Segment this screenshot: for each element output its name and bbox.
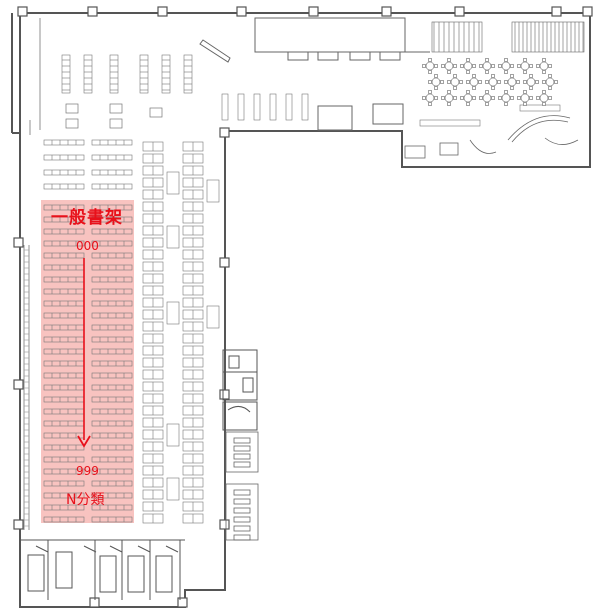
lounge-tables <box>422 58 558 106</box>
order-arrow <box>77 258 91 448</box>
right-wing-shelves <box>221 93 561 127</box>
left-wall-shelving <box>23 245 30 530</box>
zone-title: 一般書架 <box>51 208 123 228</box>
bookshelf-rows <box>43 204 133 523</box>
small-tables <box>65 103 163 129</box>
top-shelves <box>61 54 193 94</box>
building-walls <box>11 12 591 608</box>
reference-shelves <box>43 139 133 190</box>
range-start-label: 000 <box>76 239 99 253</box>
wall-columns <box>13 6 593 608</box>
reading-desks <box>142 141 220 524</box>
study-rooms <box>225 431 259 541</box>
staircase <box>431 21 585 53</box>
classification-label: N分類 <box>66 492 105 508</box>
restroom-core <box>222 349 258 431</box>
curved-seating <box>404 115 579 159</box>
group-study-rooms <box>20 539 185 600</box>
service-counter <box>199 17 430 131</box>
range-end-label: 999 <box>76 464 99 478</box>
